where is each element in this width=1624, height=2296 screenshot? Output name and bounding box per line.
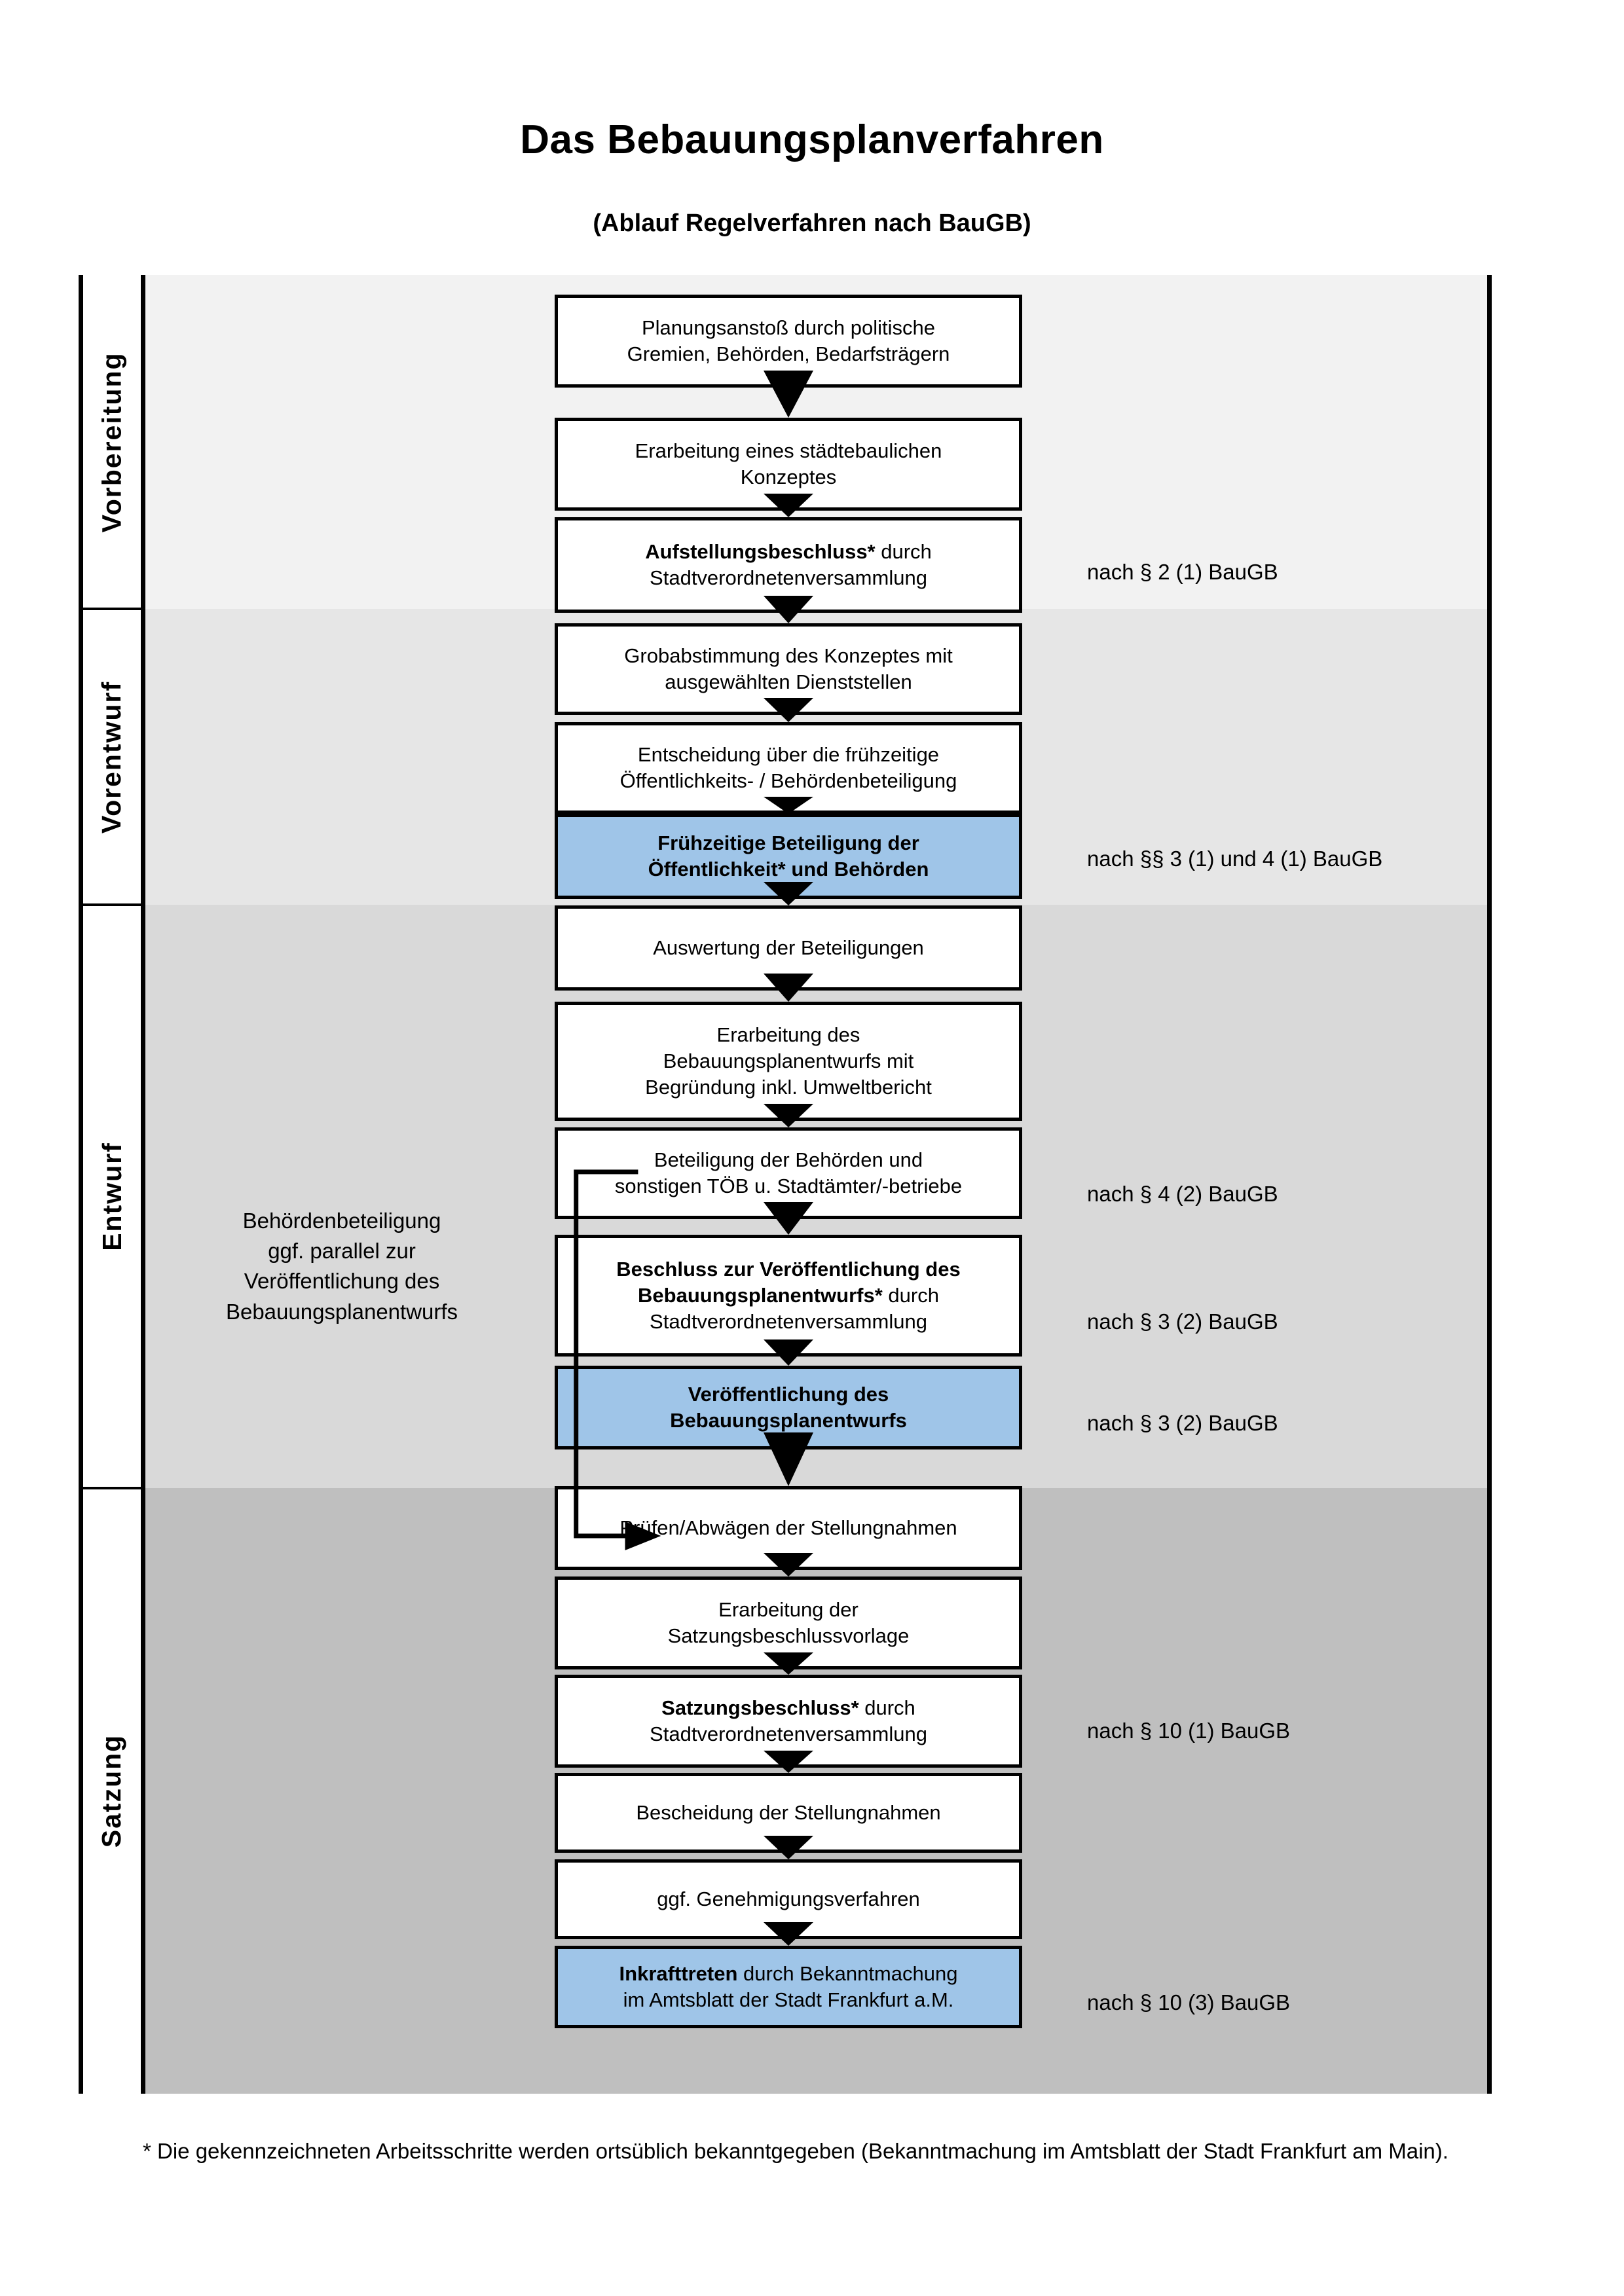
flow-arrow-down bbox=[764, 698, 813, 722]
page-subtitle: (Ablauf Regelverfahren nach BauGB) bbox=[593, 210, 1031, 237]
process-step-line: sonstigen TÖB u. Stadtämter/-betriebe bbox=[614, 1175, 963, 1197]
phase-separator bbox=[83, 1487, 145, 1489]
flow-arrow-down bbox=[764, 1553, 813, 1576]
legal-reference-beschluss-veroeffentlichung: nach § 3 (2) BauGB bbox=[1087, 1309, 1278, 1334]
phase-label-text: Satzung bbox=[96, 1734, 127, 1848]
phase-label-text: Vorentwurf bbox=[96, 680, 127, 833]
process-step-line: Grobabstimmung des Konzeptes mit bbox=[624, 644, 953, 667]
process-step-line: Auswertung der Beteiligungen bbox=[653, 936, 924, 959]
process-step-line: Veröffentlichung des bbox=[688, 1382, 889, 1406]
flow-arrow-down bbox=[764, 882, 813, 905]
flow-arrow-down bbox=[764, 974, 813, 1002]
process-step-line: ausgewählten Dienststellen bbox=[665, 670, 912, 693]
legal-reference-veroeffentlichung: nach § 3 (2) BauGB bbox=[1087, 1411, 1278, 1435]
process-step-line: Aufstellungsbeschluss* durch bbox=[645, 539, 932, 563]
phase-label-text: Vorbereitung bbox=[96, 351, 127, 533]
process-step-line: Öffentlichkeits- / Behördenbeteiligung bbox=[619, 769, 957, 792]
process-step-line: Entscheidung über die frühzeitige bbox=[637, 742, 940, 766]
footnote: * Die gekennzeichneten Arbeitsschritte w… bbox=[143, 2139, 1449, 2163]
process-step-grobabstimmung[interactable]: Grobabstimmung des Konzeptes mit ausgewäh… bbox=[555, 623, 1022, 715]
flow-arrow-down bbox=[764, 1432, 813, 1486]
side-note-line: Behördenbeteiligung bbox=[242, 1209, 441, 1233]
page-title: Das Bebauungsplanverfahren bbox=[520, 117, 1104, 162]
side-note-line: Veröffentlichung des bbox=[244, 1269, 440, 1294]
legal-reference-fruehzeitige-beteiligung: nach §§ 3 (1) und 4 (1) BauGB bbox=[1087, 847, 1383, 871]
process-step-line: Inkrafttreten durch Bekanntmachung bbox=[619, 1961, 958, 1985]
process-step-inkrafttreten[interactable]: Inkrafttreten durch Bekanntmachung im Amt… bbox=[555, 1946, 1022, 2028]
process-step-line: Konzeptes bbox=[740, 465, 837, 488]
flow-arrow-down bbox=[764, 371, 813, 418]
process-step-line: Erarbeitung der bbox=[718, 1597, 858, 1621]
phase-label-vorentwurf: Vorentwurf bbox=[83, 609, 141, 905]
flow-arrow-down bbox=[764, 1104, 813, 1127]
flow-arrow-down bbox=[764, 1339, 813, 1366]
phase-separator bbox=[83, 608, 145, 610]
phase-separator bbox=[83, 903, 145, 906]
process-step-line: ggf. Genehmigungsverfahren bbox=[657, 1887, 920, 1910]
process-step-line: Stadtverordnetenversammlung bbox=[650, 1722, 927, 1745]
process-step-line: Bebauungsplanentwurfs* durch bbox=[638, 1283, 939, 1307]
legal-reference-inkrafttreten: nach § 10 (3) BauGB bbox=[1087, 1990, 1291, 2014]
process-step-line: Satzungsbeschluss* durch bbox=[661, 1696, 915, 1719]
process-step-line: Frühzeitige Beteiligung der bbox=[657, 831, 919, 854]
process-step-line: Öffentlichkeit* und Behörden bbox=[648, 858, 929, 881]
process-step-line: Bebauungsplanentwurfs mit bbox=[663, 1049, 914, 1072]
phase-label-text: Entwurf bbox=[96, 1142, 127, 1251]
legal-reference-beteiligung-behoerden: nach § 4 (2) BauGB bbox=[1087, 1182, 1278, 1206]
legal-reference-satzungsbeschluss: nach § 10 (1) BauGB bbox=[1087, 1719, 1291, 1743]
process-step-line: Prüfen/Abwägen der Stellungnahmen bbox=[619, 1516, 957, 1539]
flow-arrow-down bbox=[764, 494, 813, 517]
flow-arrow-down bbox=[764, 1922, 813, 1946]
process-step-line: Satzungsbeschlussvorlage bbox=[667, 1624, 910, 1647]
process-step-line: Planungsanstoß durch politische bbox=[641, 316, 936, 339]
flow-arrow-down bbox=[764, 1751, 813, 1773]
flow-arrow-down bbox=[764, 596, 813, 623]
legal-reference-aufstellungsbeschluss: nach § 2 (1) BauGB bbox=[1087, 560, 1278, 584]
process-step-line: Beteiligung der Behörden und bbox=[654, 1148, 923, 1171]
process-step-line: Bescheidung der Stellungnahmen bbox=[636, 1800, 941, 1824]
phase-label-vorbereitung: Vorbereitung bbox=[83, 275, 141, 609]
process-step-line: Beschluss zur Veröffentlichung des bbox=[616, 1257, 961, 1281]
process-step-line: Begründung inkl. Umweltbericht bbox=[645, 1076, 932, 1099]
process-step-line: Stadtverordnetenversammlung bbox=[650, 566, 927, 589]
side-note-line: ggf. parallel zur bbox=[268, 1239, 416, 1264]
side-note-line: Bebauungsplanentwurfs bbox=[225, 1299, 458, 1324]
flow-arrow-down bbox=[764, 797, 813, 814]
flow-arrow-down bbox=[764, 1652, 813, 1675]
flow-arrow-down bbox=[764, 1836, 813, 1859]
process-step-line: Gremien, Behörden, Bedarfsträgern bbox=[627, 342, 950, 365]
process-step-line: Erarbeitung des bbox=[716, 1023, 860, 1046]
phase-label-entwurf: Entwurf bbox=[83, 905, 141, 1488]
process-step-line: im Amtsblatt der Stadt Frankfurt a.M. bbox=[623, 1988, 954, 2011]
process-step-line: Stadtverordnetenversammlung bbox=[650, 1310, 927, 1334]
flow-arrow-down bbox=[764, 1202, 813, 1235]
process-step-line: Erarbeitung eines städtebaulichen bbox=[635, 439, 942, 462]
process-step-line: Bebauungsplanentwurfs bbox=[670, 1409, 907, 1432]
phase-label-satzung: Satzung bbox=[83, 1488, 141, 2094]
